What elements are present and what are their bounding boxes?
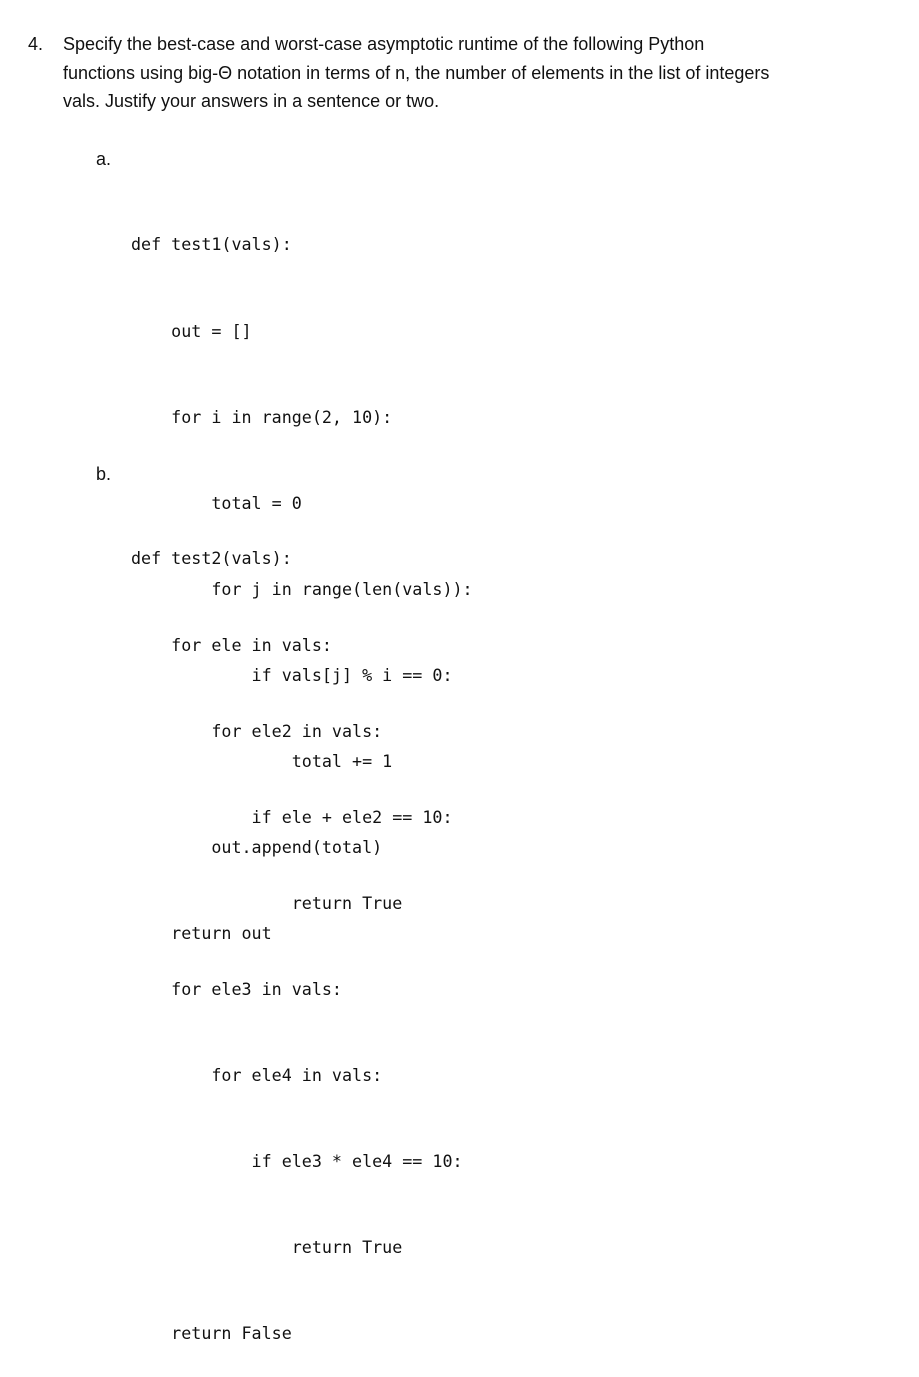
code-line: return True	[131, 1237, 403, 1258]
code-line: total = 0	[131, 492, 302, 513]
code-line: if ele3 * ele4 == 10:	[131, 1151, 463, 1172]
part-b-code-block: def test2(vals): for ele in vals: for el…	[131, 487, 463, 1377]
code-line: for i in range(2, 10):	[131, 406, 393, 427]
question-text: Specify the best-case and worst-case asy…	[63, 34, 770, 111]
code-line: out = []	[131, 320, 252, 341]
code-line: if ele + ele2 == 10:	[131, 806, 453, 827]
part-a-code-block: def test1(vals): out = [] for i in range…	[131, 173, 473, 977]
part-b-label: b.	[96, 464, 112, 484]
question-4: 4. Specify the best-case and worst-case …	[28, 30, 898, 116]
code-line: for ele in vals:	[131, 634, 332, 655]
code-line: for j in range(len(vals)):	[131, 578, 473, 599]
code-line: for ele4 in vals:	[131, 1064, 383, 1085]
question-number: 4.	[28, 34, 44, 54]
code-line: return True	[131, 892, 403, 913]
code-line: if vals[j] % i == 0:	[131, 664, 453, 685]
code-line: total += 1	[131, 750, 393, 771]
part-a-label: a.	[96, 149, 112, 169]
code-line: def test1(vals):	[131, 234, 292, 255]
code-line: def test2(vals):	[131, 548, 292, 569]
code-line: for ele2 in vals:	[131, 720, 383, 741]
code-line: for ele3 in vals:	[131, 978, 342, 999]
code-line: return False	[131, 1323, 292, 1344]
code-line: out.append(total)	[131, 837, 383, 858]
